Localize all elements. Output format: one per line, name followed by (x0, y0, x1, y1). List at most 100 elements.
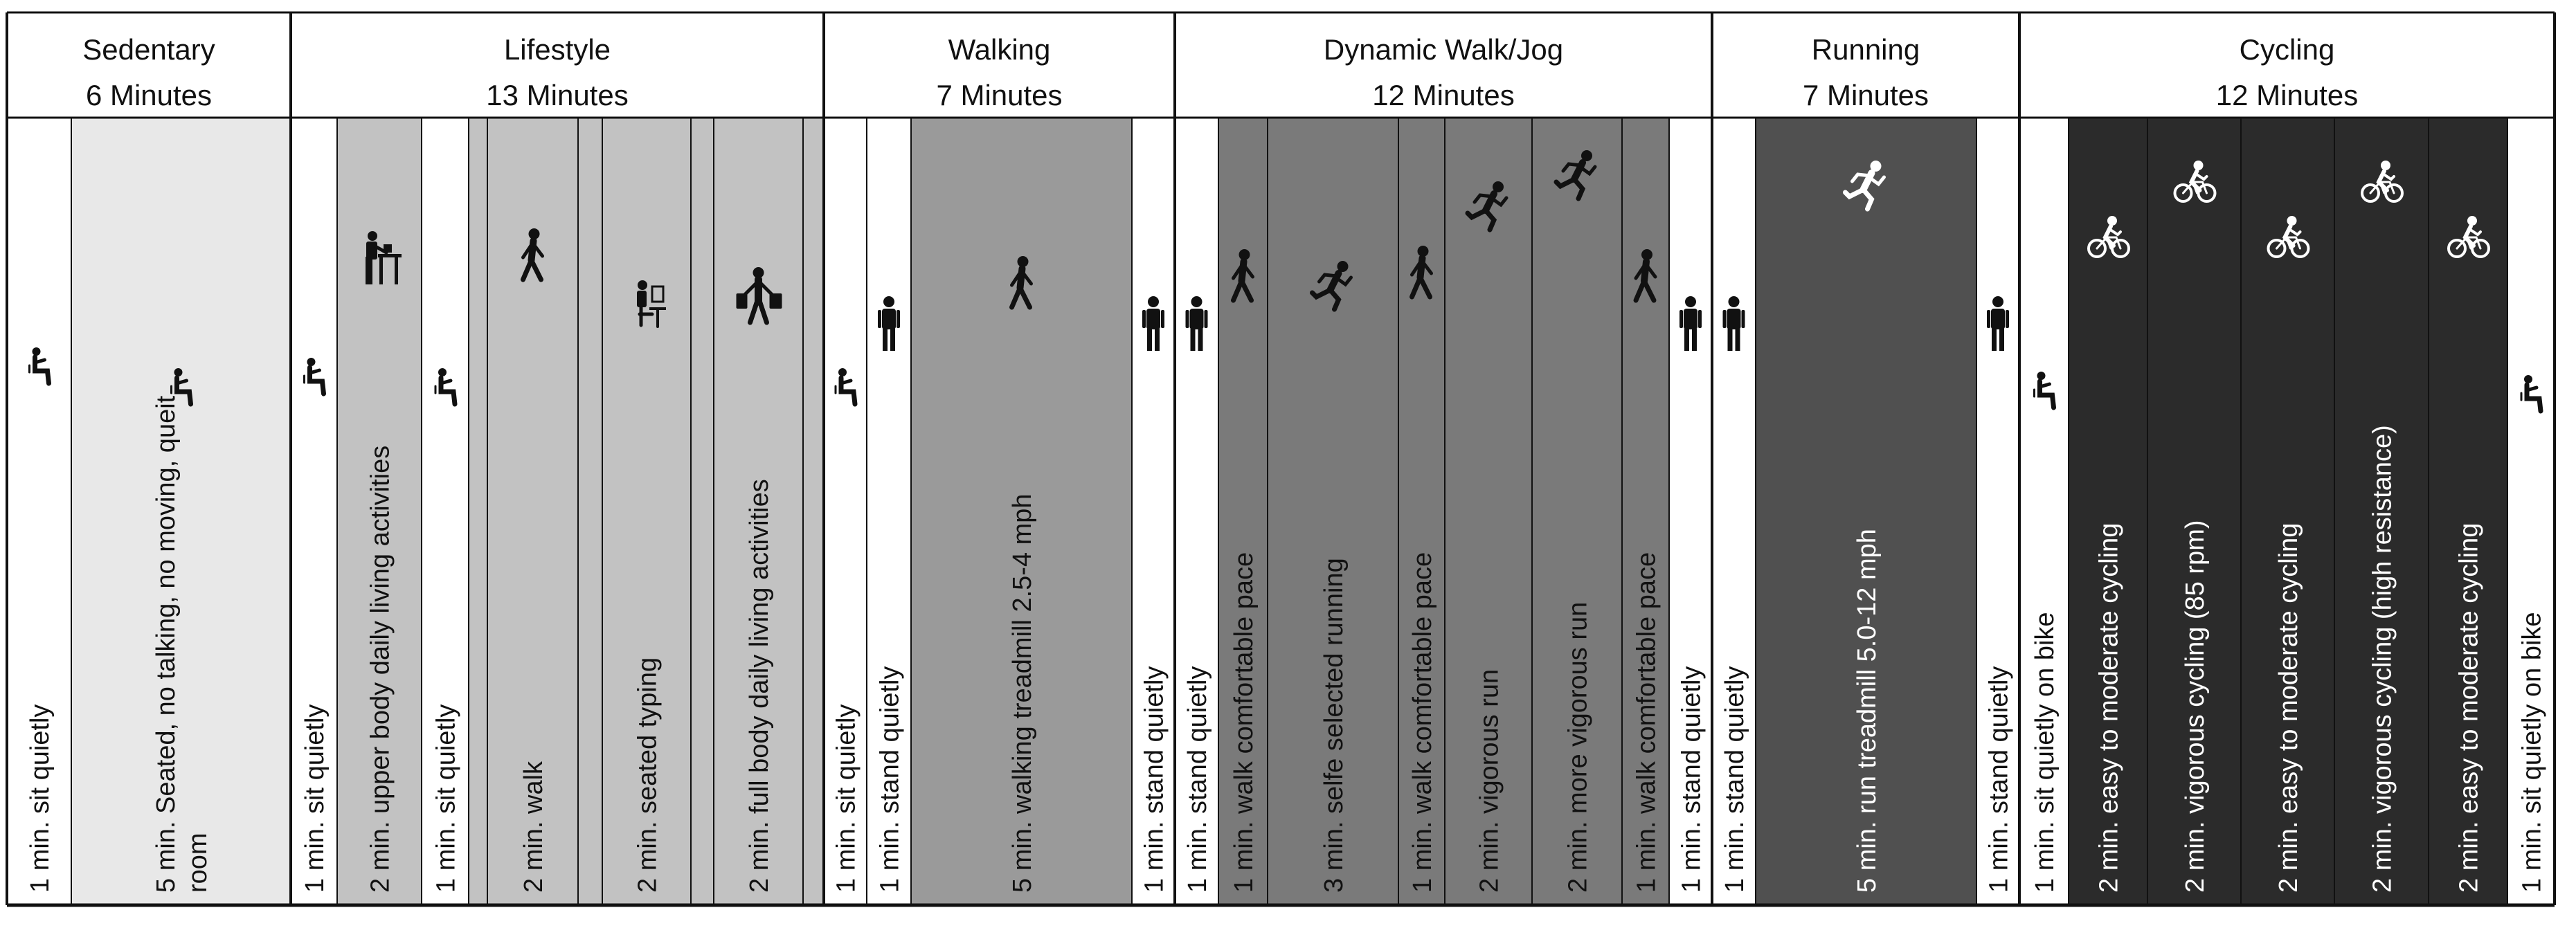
walking-person-icon (1633, 249, 1657, 303)
activity-cell (2241, 118, 2334, 905)
walking-person-icon (1409, 246, 1433, 300)
activity-label: 2 min. walk (519, 761, 548, 893)
activity-cell (2019, 118, 2069, 905)
group-duration: 7 Minutes (936, 79, 1062, 111)
activity-label: 1 min. stand quietly (1984, 666, 2013, 893)
seated-person-icon (170, 368, 193, 407)
activity-column: 1 min. stand quietly (1712, 118, 1756, 905)
activity-cell (1532, 118, 1622, 905)
activity-label: 1 min. sit quietly (431, 704, 460, 893)
activity-label: 1 min. walk comfortable pace (1408, 552, 1437, 893)
walking-person-icon (1231, 249, 1254, 303)
activity-column: 1 min. sit quietly (824, 118, 867, 905)
activity-cell (714, 118, 803, 905)
group-duration: 12 Minutes (1372, 79, 1514, 111)
walking-person-icon (1009, 256, 1033, 310)
activity-label: 5 min. walking treadmill 2.5-4 mph (1008, 493, 1037, 893)
shopping-person-icon (736, 267, 782, 325)
cyclist-icon (2361, 161, 2404, 203)
activity-cell (291, 118, 337, 905)
group-header: Running 7 Minutes (1712, 12, 2019, 118)
activity-label: 5 min. Seated, no talking, no moving, qu… (152, 395, 213, 893)
activity-column (803, 118, 824, 905)
running-person-icon (1553, 150, 1597, 201)
group-header-cell (1712, 12, 2019, 118)
activity-column: 2 min. upper body daily living activitie… (337, 118, 422, 905)
activity-column: 2 min. more vigorous run (1532, 118, 1622, 905)
activity-cell (803, 118, 824, 905)
activity-label: 2 min. easy to moderate cycling (2454, 523, 2483, 893)
activity-label: 2 min. upper body daily living activitie… (366, 446, 395, 893)
activity-label: 2 min. easy to moderate cycling (2274, 523, 2303, 893)
activity-column: 2 min. easy to moderate cycling (2069, 118, 2147, 905)
activity-label: 1 min. sit quietly (300, 704, 330, 893)
activity-label: 2 min. more vigorous run (1563, 602, 1592, 893)
activity-column: 5 min. Seated, no talking, no moving, qu… (71, 118, 291, 905)
activity-cell (2429, 118, 2507, 905)
activity-label: 1 min. stand quietly (1183, 666, 1212, 893)
activity-columns: 1 min. sit quietly 5 min. Seated, no talk… (7, 118, 2555, 905)
activity-cell (602, 118, 691, 905)
activity-label: 1 min. sit quietly (831, 704, 861, 893)
activity-cell (2147, 118, 2241, 905)
activity-label: 2 min. full body daily living activities (745, 479, 774, 893)
group-duration: 12 Minutes (2216, 79, 2358, 111)
running-person-icon (1843, 161, 1886, 212)
standing-person-icon (1722, 296, 1745, 351)
group-header-cell (291, 12, 824, 118)
typing-person-icon (637, 280, 666, 328)
standing-person-icon (1142, 296, 1164, 351)
activity-column: 2 min. easy to moderate cycling (2241, 118, 2334, 905)
group-title: Running (1812, 33, 1920, 66)
activity-column: 2 min. vigorous run (1445, 118, 1532, 905)
activity-label: 1 min. stand quietly (1720, 666, 1749, 893)
activity-column: 1 min. stand quietly (1132, 118, 1175, 905)
activity-label: 2 min. easy to moderate cycling (2094, 523, 2123, 893)
activity-cell (2507, 118, 2555, 905)
activity-column: 5 min. walking treadmill 2.5-4 mph (911, 118, 1132, 905)
activity-cell (2069, 118, 2147, 905)
activity-column: 1 min. sit quietly on bike (2019, 118, 2069, 905)
activity-cell (911, 118, 1132, 905)
activity-label: 1 min. stand quietly (1677, 666, 1706, 893)
activity-column: 2 min. seated typing (602, 118, 691, 905)
group-duration: 7 Minutes (1803, 79, 1929, 111)
activity-column: 2 min. vigorous cycling (high resistance… (2334, 118, 2429, 905)
activity-column (469, 118, 487, 905)
group-title: Lifestyle (504, 33, 611, 66)
activity-column: 3 min. selfe selected running (1268, 118, 1398, 905)
activity-cell (469, 118, 487, 905)
activity-column: 1 min. sit quietly (422, 118, 469, 905)
seated-person-icon (303, 358, 326, 397)
activity-column: 1 min. walk comfortable pace (1622, 118, 1669, 905)
activity-cell (1445, 118, 1532, 905)
activity-cell (691, 118, 714, 905)
activity-cell (1669, 118, 1712, 905)
activity-label: 2 min. vigorous cycling (high resistance… (2368, 425, 2397, 893)
activity-cell (1175, 118, 1218, 905)
running-person-icon (1310, 261, 1353, 312)
activity-column: 1 min. stand quietly (1976, 118, 2019, 905)
activity-cell (1268, 118, 1398, 905)
activity-cell (578, 118, 602, 905)
seated-person-icon (2520, 375, 2543, 414)
activity-column: 1 min. sit quietly (7, 118, 71, 905)
standing-person-icon (1987, 296, 2009, 351)
activity-column: 2 min. vigorous cycling (85 rpm) (2147, 118, 2241, 905)
activity-label: 1 min. sit quietly on bike (2030, 612, 2060, 893)
activity-cell (1756, 118, 1976, 905)
cyclist-icon (2173, 161, 2217, 203)
group-duration: 6 Minutes (86, 79, 212, 111)
group-header-cell (824, 12, 1175, 118)
standing-person-icon (878, 296, 900, 351)
activity-column: 1 min. stand quietly (1175, 118, 1218, 905)
activity-column: 1 min. sit quietly (291, 118, 337, 905)
activity-column (578, 118, 602, 905)
group-title: Cycling (2240, 33, 2335, 66)
activity-column: 1 min. sit quietly on bike (2507, 118, 2555, 905)
activity-column: 1 min. walk comfortable pace (1398, 118, 1445, 905)
activity-label: 5 min. run treadmill 5.0-12 mph (1853, 529, 1882, 893)
running-person-icon (1465, 181, 1508, 233)
